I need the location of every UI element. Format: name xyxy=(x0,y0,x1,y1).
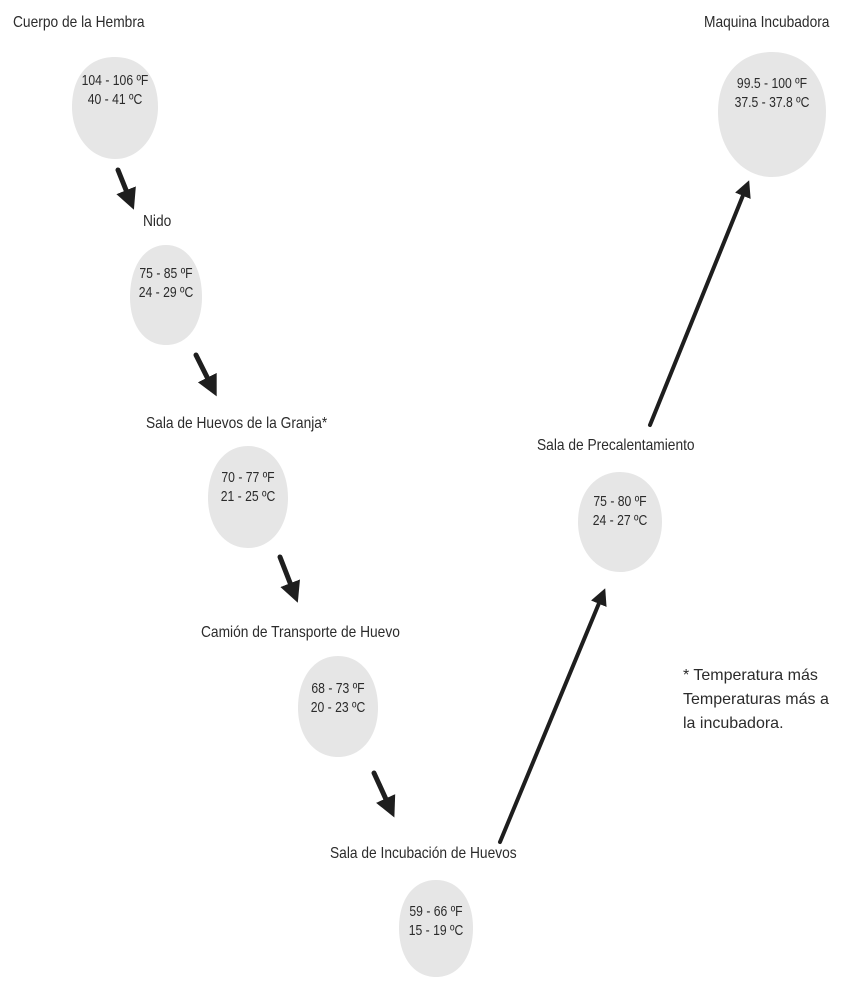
arrow-precalentamiento-to-incubadora xyxy=(648,180,751,427)
temp-f-camion: 68 - 73 ºF xyxy=(311,681,365,697)
stage-label-cuerpo: Cuerpo de la Hembra xyxy=(13,14,145,31)
temp-f-nido: 75 - 85 ºF xyxy=(139,266,193,282)
stage-label-camion: Camión de Transporte de Huevo xyxy=(201,624,400,641)
temp-c-incubadora: 37.5 - 37.8 ºC xyxy=(734,95,810,111)
temp-sala-incubacion: 59 - 66 ºF 15 - 19 ºC xyxy=(403,903,469,941)
temp-f-sala-incubacion: 59 - 66 ºF xyxy=(409,904,463,920)
footnote-line-2: Temperaturas más a xyxy=(683,691,829,708)
temp-camion: 68 - 73 ºF 20 - 23 ºC xyxy=(303,680,374,718)
temp-c-sala-granja: 21 - 25 ºC xyxy=(220,489,276,505)
egg-sala-granja xyxy=(208,446,288,548)
temp-f-cuerpo: 104 - 106 ºF xyxy=(81,73,149,89)
egg-incubadora xyxy=(718,52,826,177)
stage-label-incubadora: Maquina Incubadora xyxy=(704,14,830,31)
arrow-camion-to-sala-incubacion xyxy=(371,770,396,818)
arrow-nido-to-sala-granja xyxy=(193,352,217,397)
temp-f-incubadora: 99.5 - 100 ºF xyxy=(736,76,808,92)
temp-c-nido: 24 - 29 ºC xyxy=(138,285,194,301)
arrow-cuerpo-to-nido xyxy=(115,167,136,210)
footnote: * Temperatura más Temperaturas más a la … xyxy=(683,664,829,736)
temp-nido: 75 - 85 ºF 24 - 29 ºC xyxy=(134,265,198,303)
stage-label-nido: Nido xyxy=(143,213,172,230)
temp-c-camion: 20 - 23 ºC xyxy=(310,700,366,716)
temp-c-cuerpo: 40 - 41 ºC xyxy=(87,92,143,108)
arrow-sala-incubacion-to-precalentamiento xyxy=(498,588,607,844)
temp-incubadora: 99.5 - 100 ºF 37.5 - 37.8 ºC xyxy=(725,75,819,113)
stage-label-sala-incubacion: Sala de Incubación de Huevos xyxy=(330,845,517,862)
temp-c-precalentamiento: 24 - 27 ºC xyxy=(592,513,648,529)
footnote-line-3: la incubadora. xyxy=(683,715,784,732)
footnote-line-1: * Temperatura más xyxy=(683,667,818,684)
temp-f-sala-granja: 70 - 77 ºF xyxy=(221,470,275,486)
temp-f-precalentamiento: 75 - 80 ºF xyxy=(593,494,647,510)
temp-precalentamiento: 75 - 80 ºF 24 - 27 ºC xyxy=(583,493,657,531)
temp-c-sala-incubacion: 15 - 19 ºC xyxy=(408,923,464,939)
stage-label-precalentamiento: Sala de Precalentamiento xyxy=(537,437,695,454)
egg-sala-incubacion xyxy=(399,880,473,977)
temp-cuerpo: 104 - 106 ºF 40 - 41 ºC xyxy=(77,72,153,110)
egg-precalentamiento xyxy=(578,472,662,572)
egg-cuerpo xyxy=(72,57,158,159)
egg-nido xyxy=(130,245,202,345)
egg-camion xyxy=(298,656,378,757)
stage-label-sala-granja: Sala de Huevos de la Granja* xyxy=(146,415,328,432)
temp-sala-granja: 70 - 77 ºF 21 - 25 ºC xyxy=(213,469,284,507)
arrow-sala-granja-to-camion xyxy=(277,554,300,603)
